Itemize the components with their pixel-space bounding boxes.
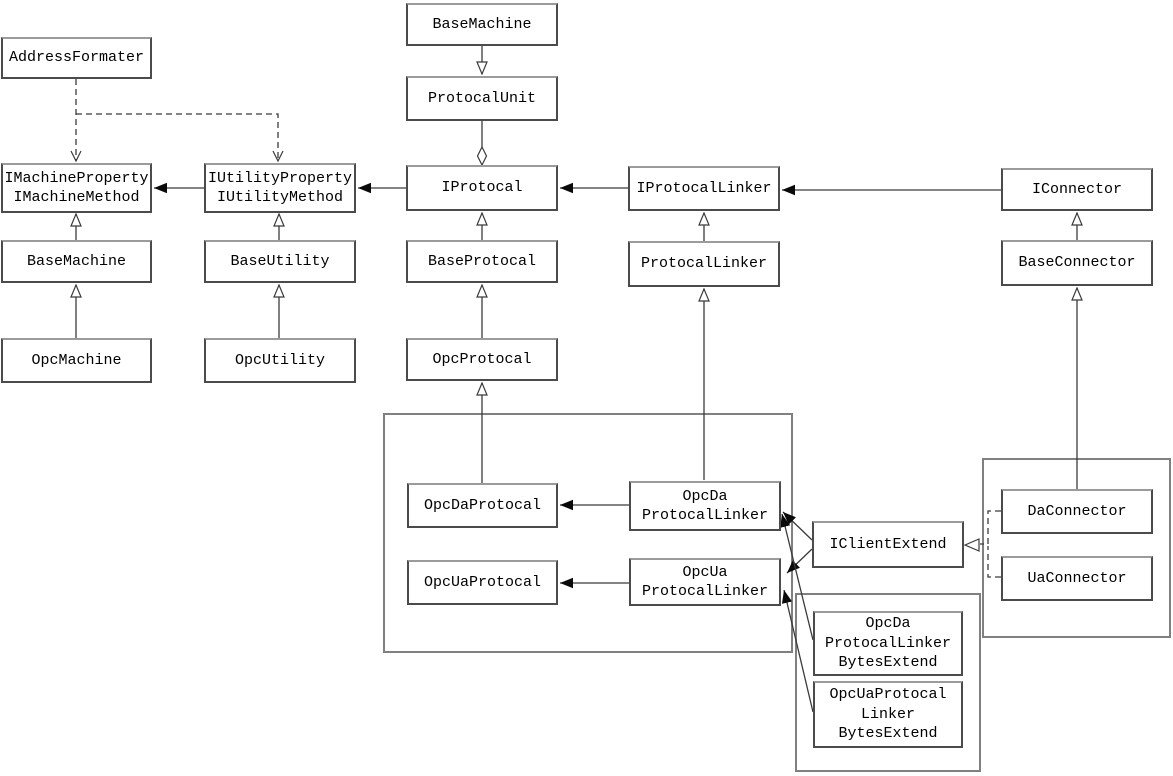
node-base-machine-top: BaseMachine <box>406 3 558 46</box>
node-iclient-extend: IClientExtend <box>812 521 964 568</box>
node-address-formater: AddressFormater <box>1 37 152 79</box>
node-opc-da-protocal-linker: OpcDa ProtocalLinker <box>629 481 781 531</box>
realization-triangle-icon <box>963 538 980 552</box>
node-opc-protocal: OpcProtocal <box>406 338 558 381</box>
node-opc-utility: OpcUtility <box>204 338 356 383</box>
node-iprotocal-linker: IProtocalLinker <box>628 166 780 211</box>
node-ua-connector: UaConnector <box>1001 556 1153 601</box>
node-base-utility: BaseUtility <box>204 240 356 283</box>
node-opc-ua-protocal: OpcUaProtocal <box>407 560 558 605</box>
group-connector-cluster <box>982 458 1171 638</box>
group-opc-protocal-cluster <box>383 413 793 653</box>
aggregation-diamond-icon <box>476 145 488 167</box>
node-iprotocal: IProtocal <box>406 165 558 211</box>
edge-addressformater-to-iutility <box>76 113 284 163</box>
node-base-connector: BaseConnector <box>1001 240 1153 286</box>
node-protocal-unit: ProtocalUnit <box>406 76 558 121</box>
node-base-protocal: BaseProtocal <box>406 240 558 283</box>
node-opc-machine: OpcMachine <box>1 338 152 383</box>
node-base-machine-left: BaseMachine <box>1 240 152 283</box>
node-opc-da-protocal-linker-bytes-extend: OpcDa ProtocalLinker BytesExtend <box>813 611 963 676</box>
node-da-connector: DaConnector <box>1001 489 1153 534</box>
node-iconnector: IConnector <box>1001 168 1153 211</box>
node-protocal-linker: ProtocalLinker <box>628 241 780 287</box>
node-iutility-property-method: IUtilityProperty IUtilityMethod <box>204 163 356 213</box>
node-imachine-property-method: IMachineProperty IMachineMethod <box>1 163 152 213</box>
node-opc-ua-protocal-linker: OpcUa ProtocalLinker <box>629 558 781 606</box>
node-opc-da-protocal: OpcDaProtocal <box>407 483 558 528</box>
node-opc-ua-protocal-linker-bytes-extend: OpcUaProtocal Linker BytesExtend <box>813 681 963 748</box>
